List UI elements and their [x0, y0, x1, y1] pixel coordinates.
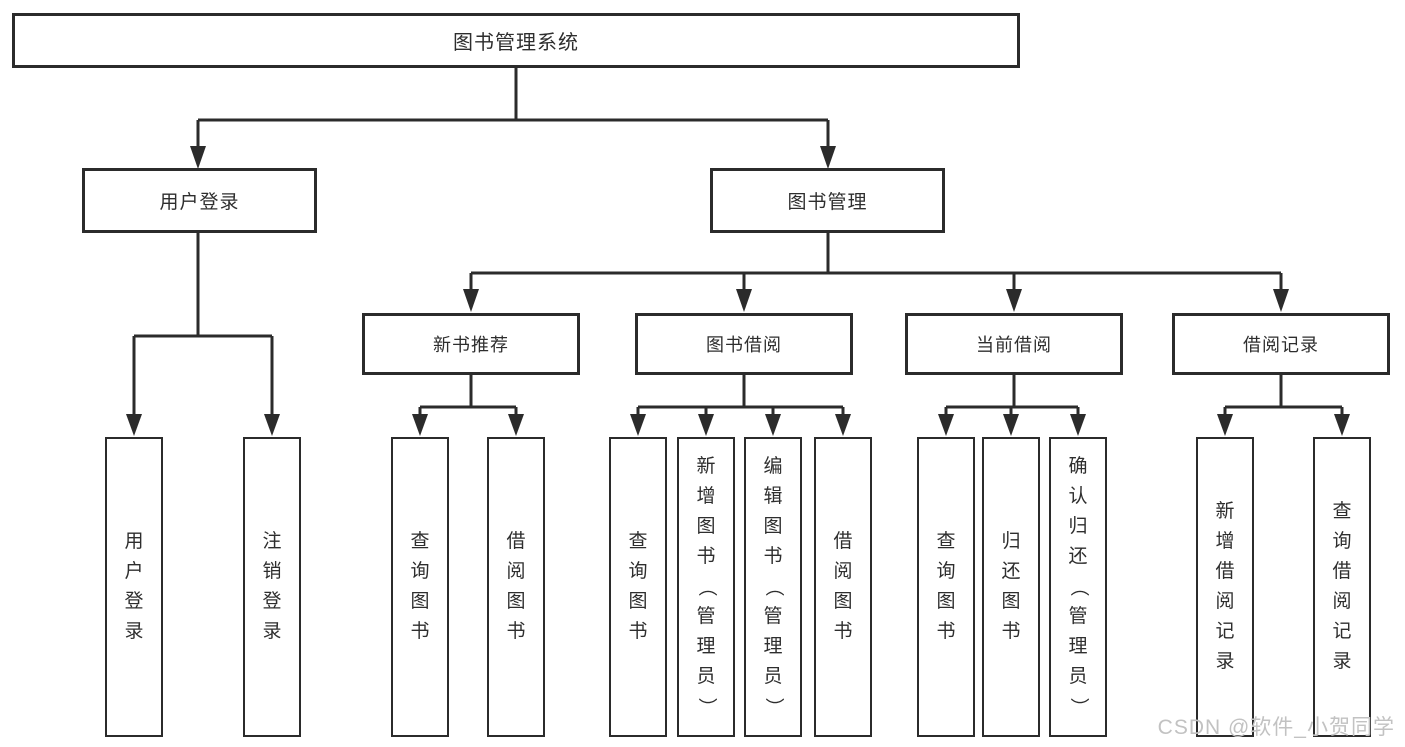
- leaf-user-login: 用户登录: [105, 437, 163, 737]
- node-book-management: 图书管理: [710, 168, 945, 233]
- node-borrow-records: 借阅记录: [1172, 313, 1390, 375]
- leaf-edit-book-admin: 编辑图书（管理员）: [744, 437, 802, 737]
- node-label: 图书借阅: [706, 335, 782, 355]
- node-label: 用户登录: [159, 192, 240, 213]
- leaf-query-borrow-record: 查询借阅记录: [1313, 437, 1371, 737]
- node-label: 借阅记录: [1243, 335, 1319, 355]
- node-book-borrow: 图书借阅: [635, 313, 853, 375]
- node-label: 图书管理系统: [453, 32, 579, 54]
- node-current-borrow: 当前借阅: [905, 313, 1123, 375]
- leaf-query-book-recommend: 查询图书: [391, 437, 449, 737]
- node-label: 新书推荐: [433, 335, 509, 355]
- node-user-login: 用户登录: [82, 168, 317, 233]
- leaf-borrow-book: 借阅图书: [814, 437, 872, 737]
- leaf-borrow-book-recommend: 借阅图书: [487, 437, 545, 737]
- watermark: CSDN @软件_小贺同学: [1157, 716, 1395, 739]
- node-new-book-recommend: 新书推荐: [362, 313, 580, 375]
- node-label: 图书管理: [787, 192, 868, 213]
- leaf-query-book-current: 查询图书: [917, 437, 975, 737]
- leaf-return-book: 归还图书: [982, 437, 1040, 737]
- leaf-add-book-admin: 新增图书（管理员）: [677, 437, 735, 737]
- leaf-confirm-return-admin: 确认归还（管理员）: [1049, 437, 1107, 737]
- node-label: 当前借阅: [976, 335, 1052, 355]
- leaf-add-borrow-record: 新增借阅记录: [1196, 437, 1254, 737]
- leaf-logout: 注销登录: [243, 437, 301, 737]
- node-library-management-system: 图书管理系统: [12, 13, 1020, 68]
- leaf-query-book-borrow: 查询图书: [609, 437, 667, 737]
